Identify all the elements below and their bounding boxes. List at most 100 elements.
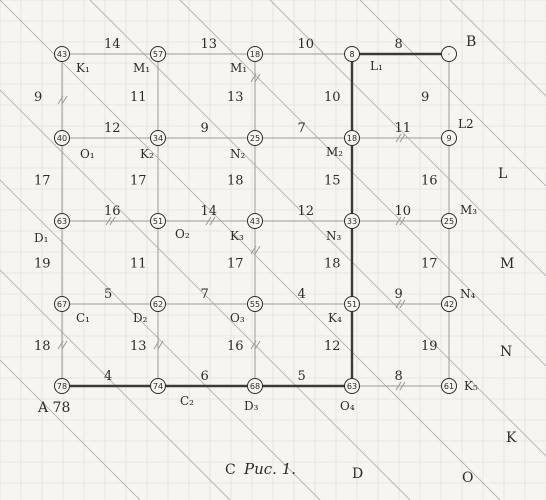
point-label-o4: O₄ [340,399,355,413]
edge-weight-v: 13 [130,339,147,354]
tick-mark [399,381,406,391]
node-circle [344,130,360,146]
node-value: 34 [153,134,163,143]
edge-weight-h: 12 [298,204,315,219]
node-value: 63 [347,382,357,391]
edge-weight-v: 9 [34,90,42,105]
diagonal-line [0,89,411,500]
edge-weight-h: 9 [395,287,403,302]
grid-node: 43 [247,213,263,229]
point-label-c2: C₂ [180,394,194,408]
diagonal-line [0,269,231,500]
node-value: 51 [347,300,357,309]
tick-mark [399,133,406,143]
tick-mark [57,95,64,105]
edge-weight-v: 9 [421,90,429,105]
node-circle [150,46,166,62]
tick-mark [399,216,406,226]
edge-weight-h: 13 [201,37,218,52]
node-circle [54,213,70,229]
point-label-n4: N₄ [460,287,476,301]
node-value: 42 [444,300,454,309]
node-circle [247,46,263,62]
grid-node: 18 [344,130,360,146]
node-value: 18 [347,134,357,143]
tick-mark [250,245,257,255]
edge-weight-h: 5 [104,287,112,302]
edge-weight-v: 16 [227,339,244,354]
point-label-o2: O₂ [175,227,190,241]
point-label-d1: D₁ [34,231,48,245]
grid-node: 18 [247,46,263,62]
node-value: 61 [444,382,454,391]
tick-mark [250,73,257,83]
edge-weight-v: 11 [130,90,147,105]
diagonal-line [449,0,546,97]
grid-node: 67 [54,296,70,312]
edge-weight-v: 12 [324,339,341,354]
tick-mark [105,216,112,226]
node-circle [441,130,457,146]
diagonal-label-o: O [462,470,473,486]
tick-mark [153,340,160,350]
edge-weight-v: 19 [421,339,438,354]
grid-node: 33 [344,213,360,229]
tick-mark [395,133,402,143]
tick-mark [254,73,261,83]
grid-node: 51 [150,213,166,229]
node-circle [247,378,263,394]
grid-node: 63 [54,213,70,229]
tick-mark [57,340,64,350]
edge-weight-h: 8 [395,369,403,384]
node-value: 8 [349,50,354,59]
point-label-m2: M₂ [326,145,343,159]
edge-weight-v: 18 [227,174,244,189]
node-value: 51 [153,217,163,226]
grid-node: 61 [441,378,457,394]
tick-mark [109,216,116,226]
node-circle [150,213,166,229]
edge-weight-h: 16 [104,204,121,219]
point-label-b: B [466,34,476,50]
node-value: 63 [57,217,67,226]
edge-weight-h: 10 [298,37,315,52]
node-circle [54,46,70,62]
grid-node: 51 [344,296,360,312]
tick-mark [395,216,402,226]
node-value: 33 [347,217,357,226]
tick-mark [254,245,261,255]
point-label-m1b: M₁ [230,61,247,75]
diagonal-line [179,0,546,367]
node-value: 40 [57,134,67,143]
node-circle [247,213,263,229]
node-value: 43 [250,217,260,226]
diagonal-label-m: M [500,256,514,272]
tick-mark [395,381,402,391]
node-value: 55 [250,300,260,309]
grid-node: 78 [54,378,70,394]
grid-node: 42 [441,296,457,312]
diagonal-line [0,0,501,500]
tick-mark [254,340,261,350]
node-circle [344,46,360,62]
point-label-a: A 78 [37,400,70,416]
point-label-c1: C₁ [76,311,90,325]
node-circle [247,296,263,312]
point-label-k5: K₅ [464,379,478,393]
tick-mark [61,340,68,350]
grid-node: 55 [247,296,263,312]
edge-weight-v: 16 [421,174,438,189]
grid-node: 8 [344,46,360,62]
grid-node: 57 [150,46,166,62]
node-circle [54,130,70,146]
node-circle [441,378,457,394]
point-label-m1: M₁ [133,61,150,75]
point-label-l2: L2 [458,117,474,131]
diagonal-label-c: C [225,462,236,478]
grid-node: 40 [54,130,70,146]
node-value: 62 [153,300,163,309]
node-value: 9 [446,134,451,143]
